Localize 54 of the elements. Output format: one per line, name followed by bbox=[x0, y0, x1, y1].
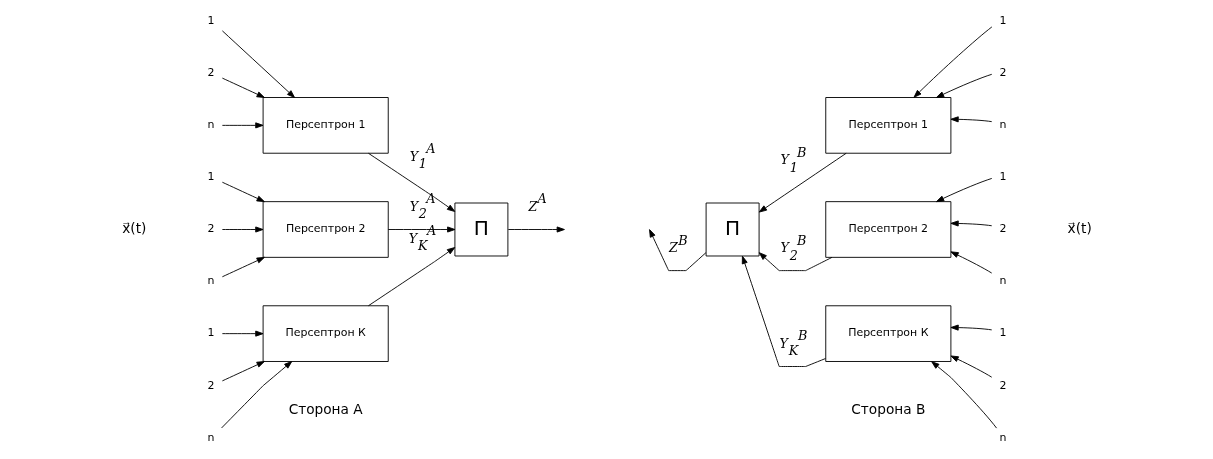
node-box: П bbox=[453, 202, 508, 257]
arrow bbox=[221, 181, 265, 203]
label: x⃗(t) bbox=[1067, 219, 1092, 236]
node-text: n bbox=[207, 430, 215, 444]
node-text: n bbox=[207, 274, 215, 288]
node-text: 1 bbox=[998, 14, 1006, 28]
node-text: 2 bbox=[207, 378, 215, 392]
arrow bbox=[949, 116, 992, 123]
arrow bbox=[221, 330, 263, 337]
label: Сторона А bbox=[288, 400, 363, 417]
node-box: Персептрон 1 bbox=[262, 97, 389, 154]
node-box: П bbox=[705, 202, 760, 257]
node-text: 1 bbox=[998, 326, 1006, 340]
arrow bbox=[949, 251, 992, 274]
arrow bbox=[221, 77, 265, 98]
node-box: Персептрон К bbox=[262, 305, 389, 362]
node-text: 2 bbox=[207, 66, 215, 80]
node-text: n bbox=[998, 118, 1006, 132]
arrow bbox=[741, 255, 826, 367]
node-text: n bbox=[207, 118, 215, 132]
node-text: 1 bbox=[207, 14, 215, 28]
node-text: n bbox=[998, 274, 1006, 288]
arrow bbox=[949, 324, 992, 331]
node-box: Персептрон К bbox=[824, 305, 951, 362]
arrow bbox=[935, 73, 992, 98]
node-box: Персептрон 1 bbox=[824, 97, 951, 154]
node-box: Персептрон 2 bbox=[262, 201, 389, 258]
arrow bbox=[221, 256, 265, 278]
arrow bbox=[221, 122, 263, 129]
arrow bbox=[949, 220, 992, 227]
node-text: 1 bbox=[998, 170, 1006, 184]
node-text: 2 bbox=[998, 378, 1006, 392]
label: x⃗(t) bbox=[121, 219, 146, 236]
node-text: 2 bbox=[207, 222, 215, 236]
arrow bbox=[221, 361, 265, 382]
label: Сторона В bbox=[850, 400, 925, 417]
node-text: 2 bbox=[998, 222, 1006, 236]
arrow bbox=[930, 361, 997, 429]
arrow bbox=[221, 30, 295, 98]
arrow bbox=[220, 361, 292, 429]
arrow bbox=[367, 247, 455, 307]
arrow bbox=[949, 355, 992, 378]
arrow bbox=[935, 178, 992, 203]
arrow bbox=[648, 229, 706, 272]
arrow bbox=[221, 226, 263, 233]
arrow bbox=[387, 226, 455, 233]
node-text: 2 bbox=[998, 66, 1006, 80]
node-text: 1 bbox=[207, 326, 215, 340]
node-box: Персептрон 2 bbox=[824, 201, 951, 258]
node-text: 1 bbox=[207, 170, 215, 184]
node-text: n bbox=[998, 430, 1006, 444]
arrow bbox=[913, 26, 992, 98]
arrow bbox=[507, 226, 565, 233]
arrow bbox=[758, 252, 832, 272]
